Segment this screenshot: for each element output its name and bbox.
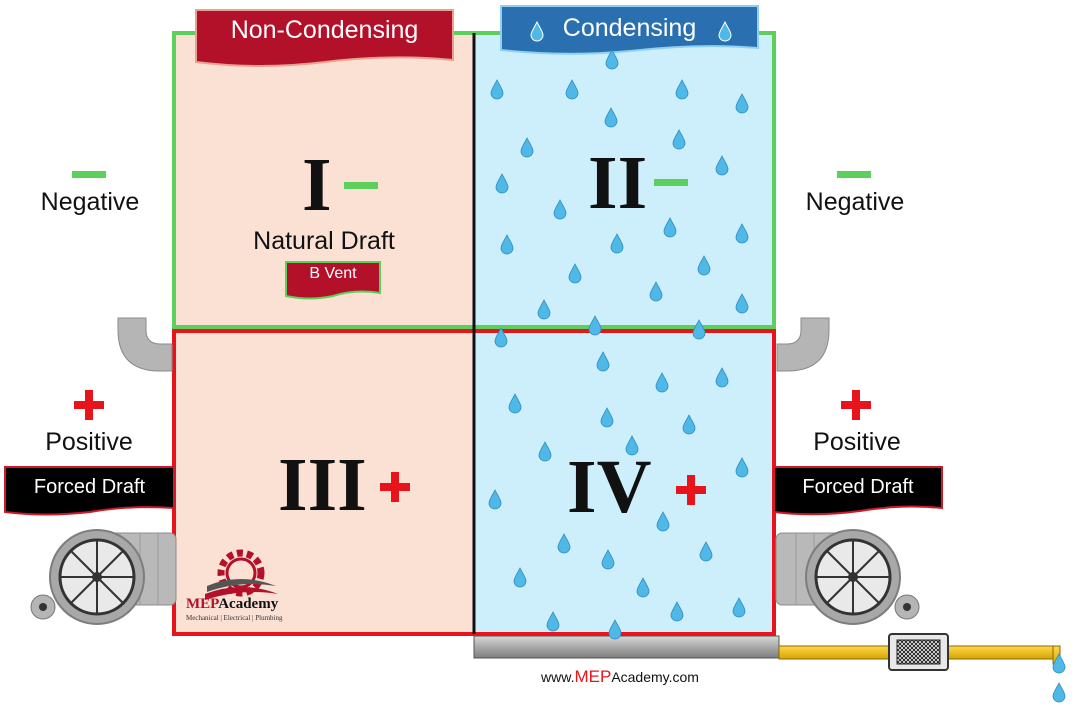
water-drop-icon (718, 21, 732, 42)
left-elbow-pipe (117, 317, 173, 372)
right-negative-minus-icon (837, 171, 871, 178)
minus-sign-icon (344, 182, 378, 189)
quadrant-4-numeral: IV (567, 445, 652, 529)
b-vent-badge-label: B Vent (309, 265, 357, 282)
b-vent-badge-shape (285, 261, 381, 300)
website-url: www.MEPAcademy.com (480, 667, 760, 687)
non-condensing-banner (195, 9, 454, 67)
plus-sign-icon (380, 472, 410, 502)
mep-academy-logo-name: MEPAcademy (186, 596, 278, 613)
left-positive-plus-icon (74, 390, 104, 420)
right-positive-plus-icon (841, 390, 871, 420)
water-drop-icon (530, 21, 544, 42)
logo-name-suffix: Academy (218, 596, 279, 612)
right-forced-draft-label-shape (773, 466, 943, 516)
non-condensing-header: Non-Condensing (230, 16, 419, 44)
right-blower-fan-icon (775, 529, 920, 625)
left-positive-label: Positive (45, 428, 133, 456)
quadrant-2-fill (474, 33, 774, 327)
mep-academy-gear-logo (205, 549, 278, 600)
natural-draft-label: Natural Draft (253, 227, 395, 255)
quadrant-2-numeral: II (588, 141, 648, 225)
logo-name-prefix: MEP (186, 596, 219, 612)
right-negative-label: Negative (805, 188, 905, 216)
website-brand: MEP (574, 667, 612, 686)
left-negative-minus-icon (72, 171, 106, 178)
right-elbow-pipe (776, 317, 830, 372)
left-forced-draft-label-shape (4, 466, 175, 516)
neutralizer-mesh (896, 639, 941, 665)
mep-academy-logo-tagline: Mechanical | Electrical | Plumbing (186, 614, 283, 622)
left-blower-fan-icon (30, 529, 177, 625)
water-drop-icon (1052, 682, 1066, 703)
left-negative-label: Negative (40, 188, 140, 216)
left-forced-draft-label: Forced Draft (33, 476, 146, 498)
right-positive-label: Positive (813, 428, 901, 456)
minus-sign-icon (654, 179, 688, 186)
plus-sign-icon (676, 475, 706, 505)
condensing-banner (500, 5, 759, 55)
condensate-collector-pipe (473, 635, 780, 659)
condensing-header: Condensing (562, 14, 697, 42)
quadrant-1-numeral: I (302, 143, 332, 227)
quadrant-3-numeral: III (278, 443, 367, 527)
website-rest: Academy.com (611, 669, 699, 685)
right-forced-draft-label: Forced Draft (802, 476, 914, 498)
website-prefix: www. (541, 669, 575, 685)
